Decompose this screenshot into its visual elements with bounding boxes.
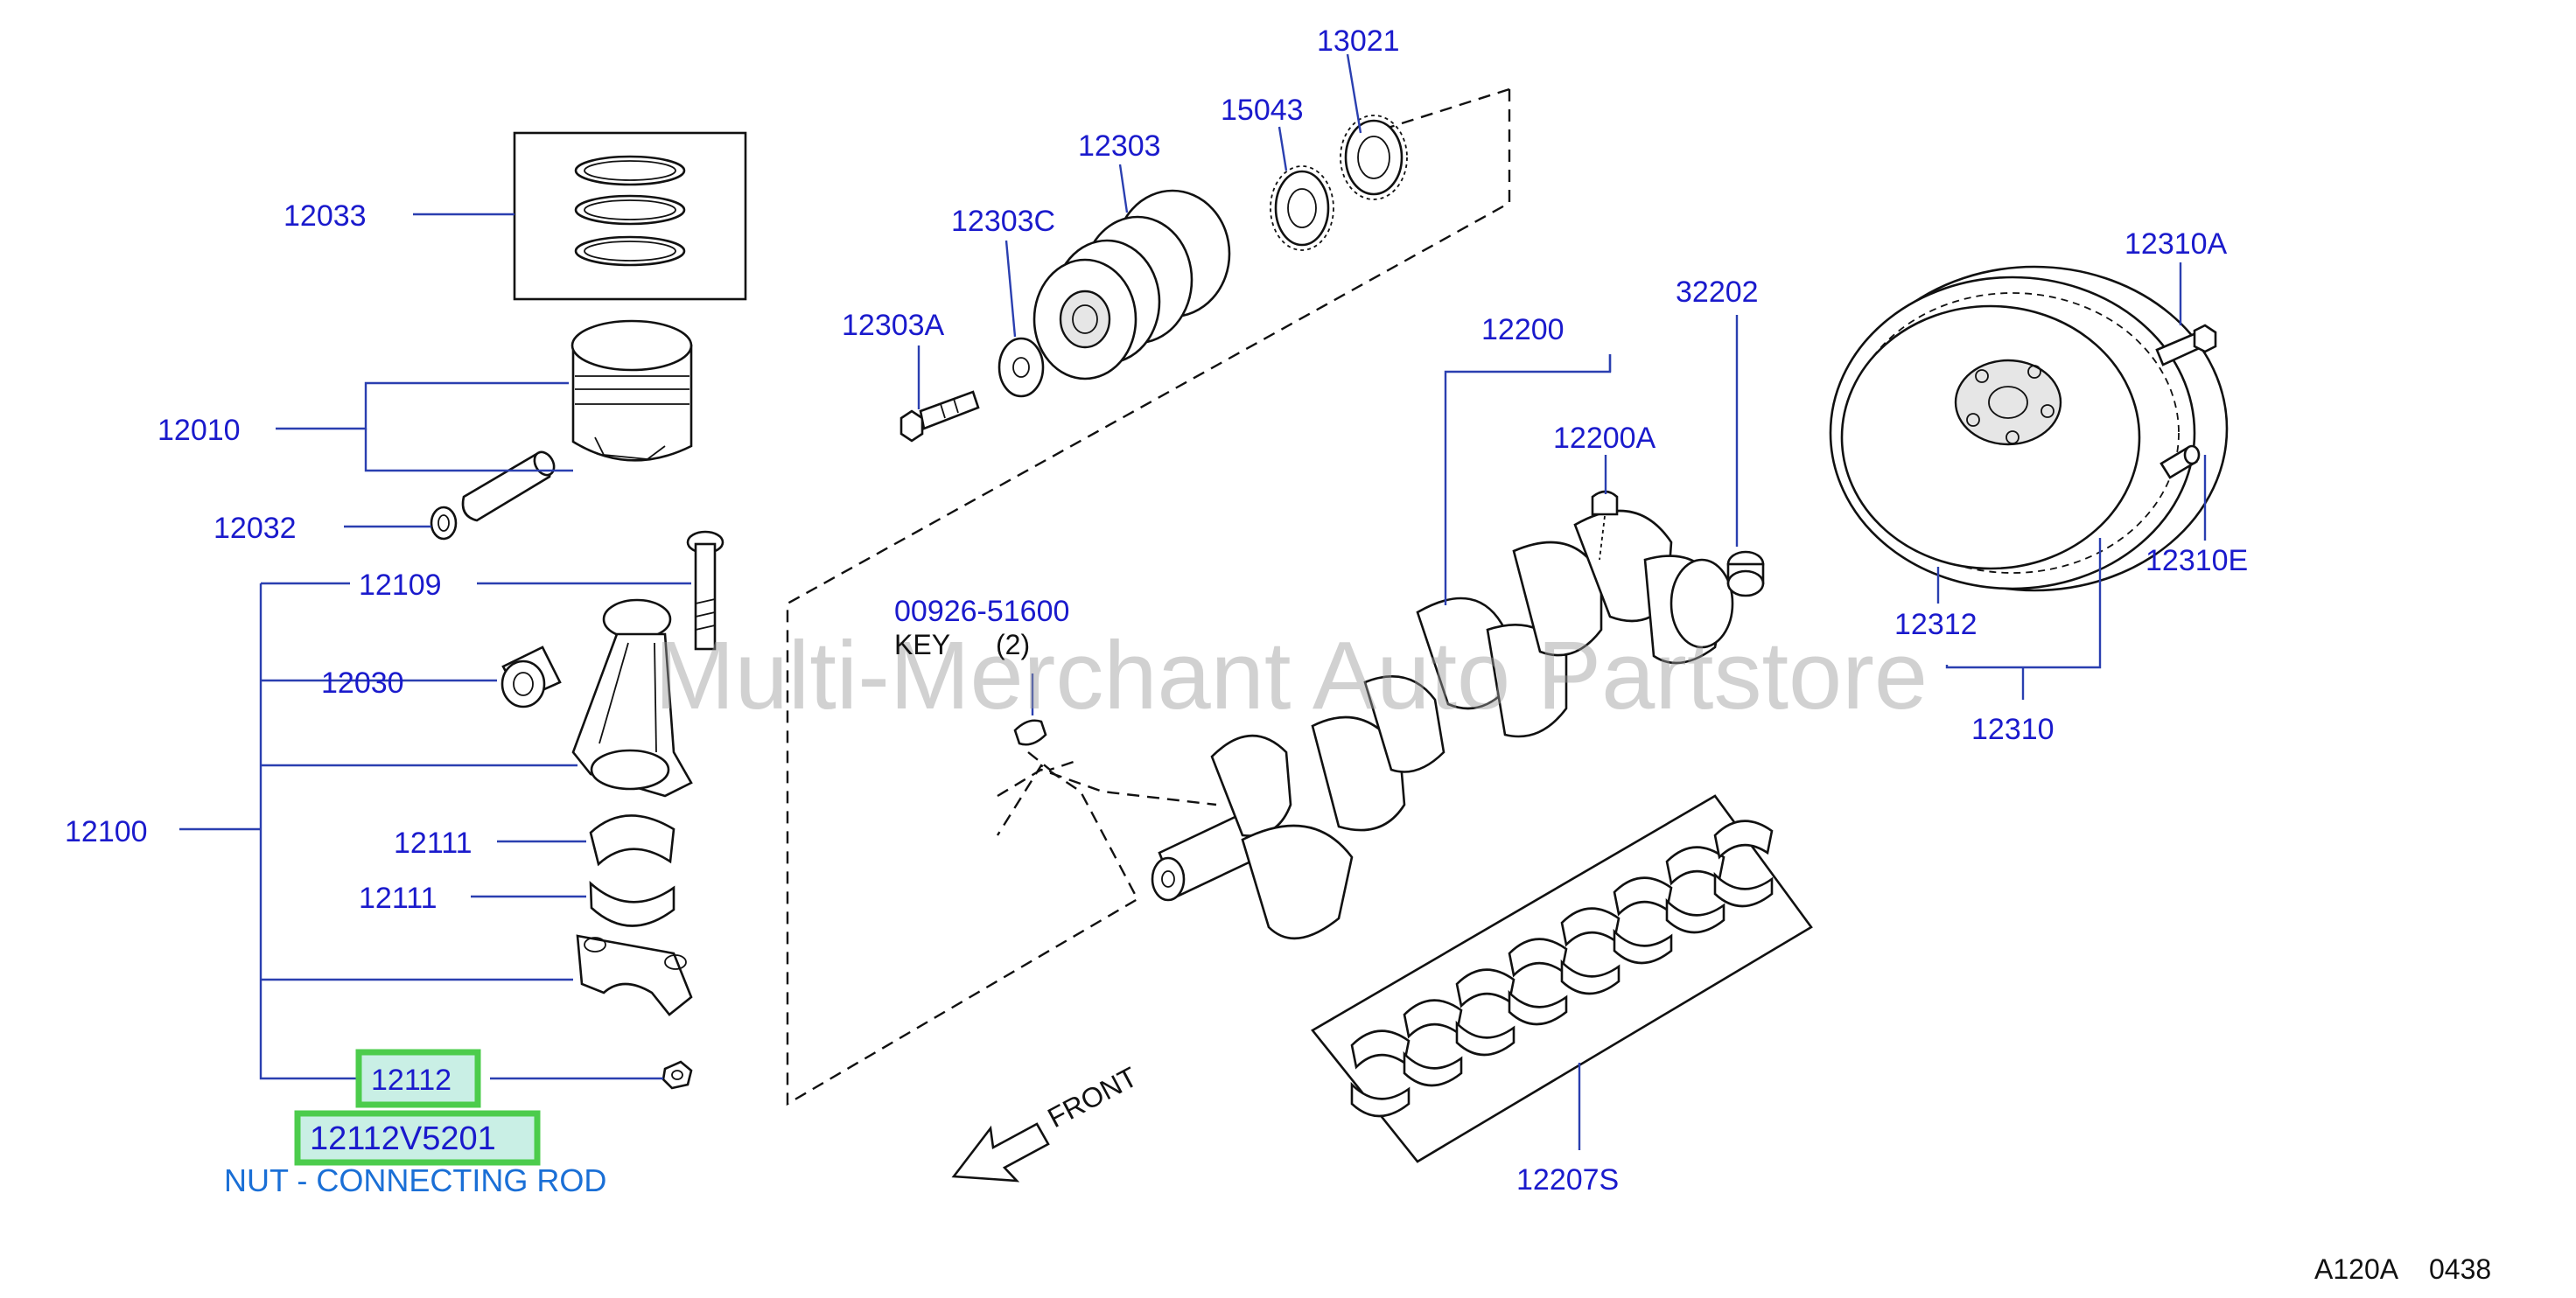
flywheel-bolt-illustration[interactable] <box>2155 324 2217 366</box>
diagram-number: 0438 <box>2429 1253 2491 1285</box>
assembly-boundary <box>786 89 1511 1106</box>
crank-pulley-illustration[interactable] <box>1032 189 1231 380</box>
callout-12200[interactable]: 12200 <box>1481 313 1564 346</box>
main-bearing-set-illustration[interactable] <box>1311 794 1813 1163</box>
callout-13021[interactable]: 13021 <box>1317 24 1400 58</box>
connecting-rod-illustration[interactable] <box>571 598 693 798</box>
dowel-pin-illustration[interactable] <box>2160 444 2201 479</box>
rod-bearing-upper-illustration[interactable] <box>589 814 676 867</box>
callout-32202[interactable]: 32202 <box>1676 276 1759 309</box>
key-quantity: (2) <box>996 629 1030 660</box>
callout-12310[interactable]: 12310 <box>1971 713 2054 746</box>
callout-12310E[interactable]: 12310E <box>2146 544 2248 577</box>
watermark: Multi-Merchant Auto Partstore <box>654 622 1928 729</box>
callout-12200A[interactable]: 12200A <box>1553 422 1656 455</box>
pulley-bolt-illustration[interactable] <box>900 390 980 443</box>
callout-15043[interactable]: 15043 <box>1221 94 1304 127</box>
oil-pump-sprocket-illustration[interactable] <box>1270 165 1334 251</box>
leader-lines <box>179 53 2207 1150</box>
rod-bolt-illustration[interactable] <box>686 530 724 651</box>
callout-12030[interactable]: 12030 <box>321 666 404 700</box>
key-label: KEY <box>894 629 950 660</box>
callout-12303A[interactable]: 12303A <box>842 309 945 342</box>
crank-key-illustration[interactable] <box>1013 719 1047 746</box>
pulley-washer-illustration[interactable] <box>998 337 1045 398</box>
callout-12303[interactable]: 12303 <box>1078 129 1161 163</box>
crank-sprocket-illustration[interactable] <box>1340 115 1408 200</box>
callout-12111-lower[interactable]: 12111 <box>359 882 438 915</box>
front-arrow-icon <box>951 1122 1050 1183</box>
callout-12112-highlight <box>355 1049 481 1108</box>
callout-12111-upper[interactable]: 12111 <box>394 827 472 860</box>
rod-bushing-illustration[interactable] <box>500 646 562 708</box>
piston-rings-illustration[interactable] <box>513 131 747 301</box>
snap-ring-illustration[interactable] <box>430 506 458 541</box>
callout-00926-51600[interactable]: 00926-51600 <box>894 595 1069 628</box>
diagram-code: A120A <box>2314 1253 2399 1285</box>
rod-nut-illustration[interactable] <box>662 1060 693 1090</box>
selected-part-name: NUT - CONNECTING ROD <box>224 1162 606 1198</box>
callout-12112[interactable]: 12112 <box>371 1064 452 1097</box>
pilot-bushing-illustration[interactable] <box>1726 550 1765 597</box>
callout-12207S[interactable]: 12207S <box>1516 1163 1619 1197</box>
rod-cap-illustration[interactable] <box>576 934 693 1016</box>
crank-plug-illustration[interactable] <box>1591 490 1619 561</box>
selected-part-highlight <box>294 1110 541 1166</box>
callout-12100[interactable]: 12100 <box>65 815 148 848</box>
piston-pin-illustration[interactable] <box>461 449 558 522</box>
callout-12033[interactable]: 12033 <box>284 199 367 233</box>
crankshaft-illustration[interactable] <box>1151 509 1734 940</box>
rod-bearing-lower-illustration[interactable] <box>589 881 676 927</box>
callout-12312[interactable]: 12312 <box>1894 608 1978 641</box>
piston-illustration[interactable] <box>570 319 693 462</box>
flywheel-illustration[interactable] <box>1829 265 2229 592</box>
callout-12010[interactable]: 12010 <box>158 414 241 447</box>
selected-part-number[interactable]: 12112V5201 <box>310 1120 496 1157</box>
callout-12109[interactable]: 12109 <box>359 569 442 602</box>
front-label: FRONT <box>1042 1061 1142 1134</box>
callout-12310A[interactable]: 12310A <box>2124 227 2228 261</box>
callout-12303C[interactable]: 12303C <box>951 205 1055 238</box>
callout-12032[interactable]: 12032 <box>214 512 297 545</box>
